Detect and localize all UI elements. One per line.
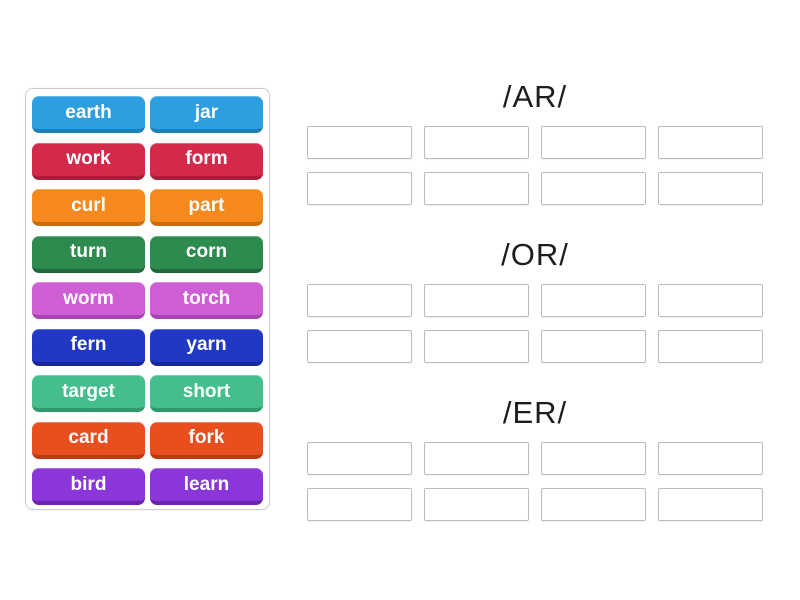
group-header-er: /ER/ xyxy=(502,395,568,430)
drop-slot[interactable] xyxy=(658,284,763,317)
word-tile-fork[interactable]: fork xyxy=(150,421,263,459)
drop-slot[interactable] xyxy=(424,442,529,475)
drop-slot[interactable] xyxy=(307,126,412,159)
drop-slot[interactable] xyxy=(658,488,763,521)
word-tile-form[interactable]: form xyxy=(150,142,263,180)
word-tile-work[interactable]: work xyxy=(32,142,145,180)
word-tile-learn[interactable]: learn xyxy=(150,468,263,505)
drop-slot[interactable] xyxy=(658,126,763,159)
word-bank-grid: earth jar work form curl part turn corn … xyxy=(32,96,263,505)
group-section-or: /OR/ xyxy=(307,238,763,363)
drop-slot[interactable] xyxy=(424,172,529,205)
word-tile-card[interactable]: card xyxy=(32,421,145,459)
drop-slot[interactable] xyxy=(307,172,412,205)
drop-slot[interactable] xyxy=(307,284,412,317)
drop-slot[interactable] xyxy=(541,172,646,205)
slot-grid-ar xyxy=(307,126,763,205)
word-tile-bird[interactable]: bird xyxy=(32,468,145,505)
word-tile-yarn[interactable]: yarn xyxy=(150,328,263,366)
group-section-ar: /AR/ xyxy=(307,80,763,205)
word-tile-fern[interactable]: fern xyxy=(32,328,145,366)
word-bank-panel: earth jar work form curl part turn corn … xyxy=(25,88,270,510)
drop-slot[interactable] xyxy=(424,126,529,159)
drop-slot[interactable] xyxy=(541,284,646,317)
drop-slot[interactable] xyxy=(658,442,763,475)
drop-slot[interactable] xyxy=(541,442,646,475)
word-tile-curl[interactable]: curl xyxy=(32,189,145,226)
drop-slot[interactable] xyxy=(541,488,646,521)
group-header-or: /OR/ xyxy=(501,237,569,272)
drop-slot[interactable] xyxy=(307,330,412,363)
drop-slot[interactable] xyxy=(424,330,529,363)
group-section-er: /ER/ xyxy=(307,396,763,521)
slot-grid-er xyxy=(307,442,763,521)
drop-slot[interactable] xyxy=(541,330,646,363)
group-header-ar: /AR/ xyxy=(502,79,568,114)
sort-area: /AR/ /OR/ /ER/ xyxy=(307,80,763,554)
word-tile-turn[interactable]: turn xyxy=(32,235,145,273)
word-tile-short[interactable]: short xyxy=(150,375,263,412)
drop-slot[interactable] xyxy=(424,284,529,317)
word-tile-part[interactable]: part xyxy=(150,189,263,226)
slot-grid-or xyxy=(307,284,763,363)
drop-slot[interactable] xyxy=(424,488,529,521)
word-tile-jar[interactable]: jar xyxy=(150,96,263,133)
word-tile-worm[interactable]: worm xyxy=(32,282,145,319)
drop-slot[interactable] xyxy=(658,330,763,363)
word-tile-target[interactable]: target xyxy=(32,375,145,412)
word-tile-earth[interactable]: earth xyxy=(32,96,145,133)
drop-slot[interactable] xyxy=(541,126,646,159)
drop-slot[interactable] xyxy=(307,488,412,521)
word-tile-torch[interactable]: torch xyxy=(150,282,263,319)
drop-slot[interactable] xyxy=(307,442,412,475)
drop-slot[interactable] xyxy=(658,172,763,205)
word-tile-corn[interactable]: corn xyxy=(150,235,263,273)
